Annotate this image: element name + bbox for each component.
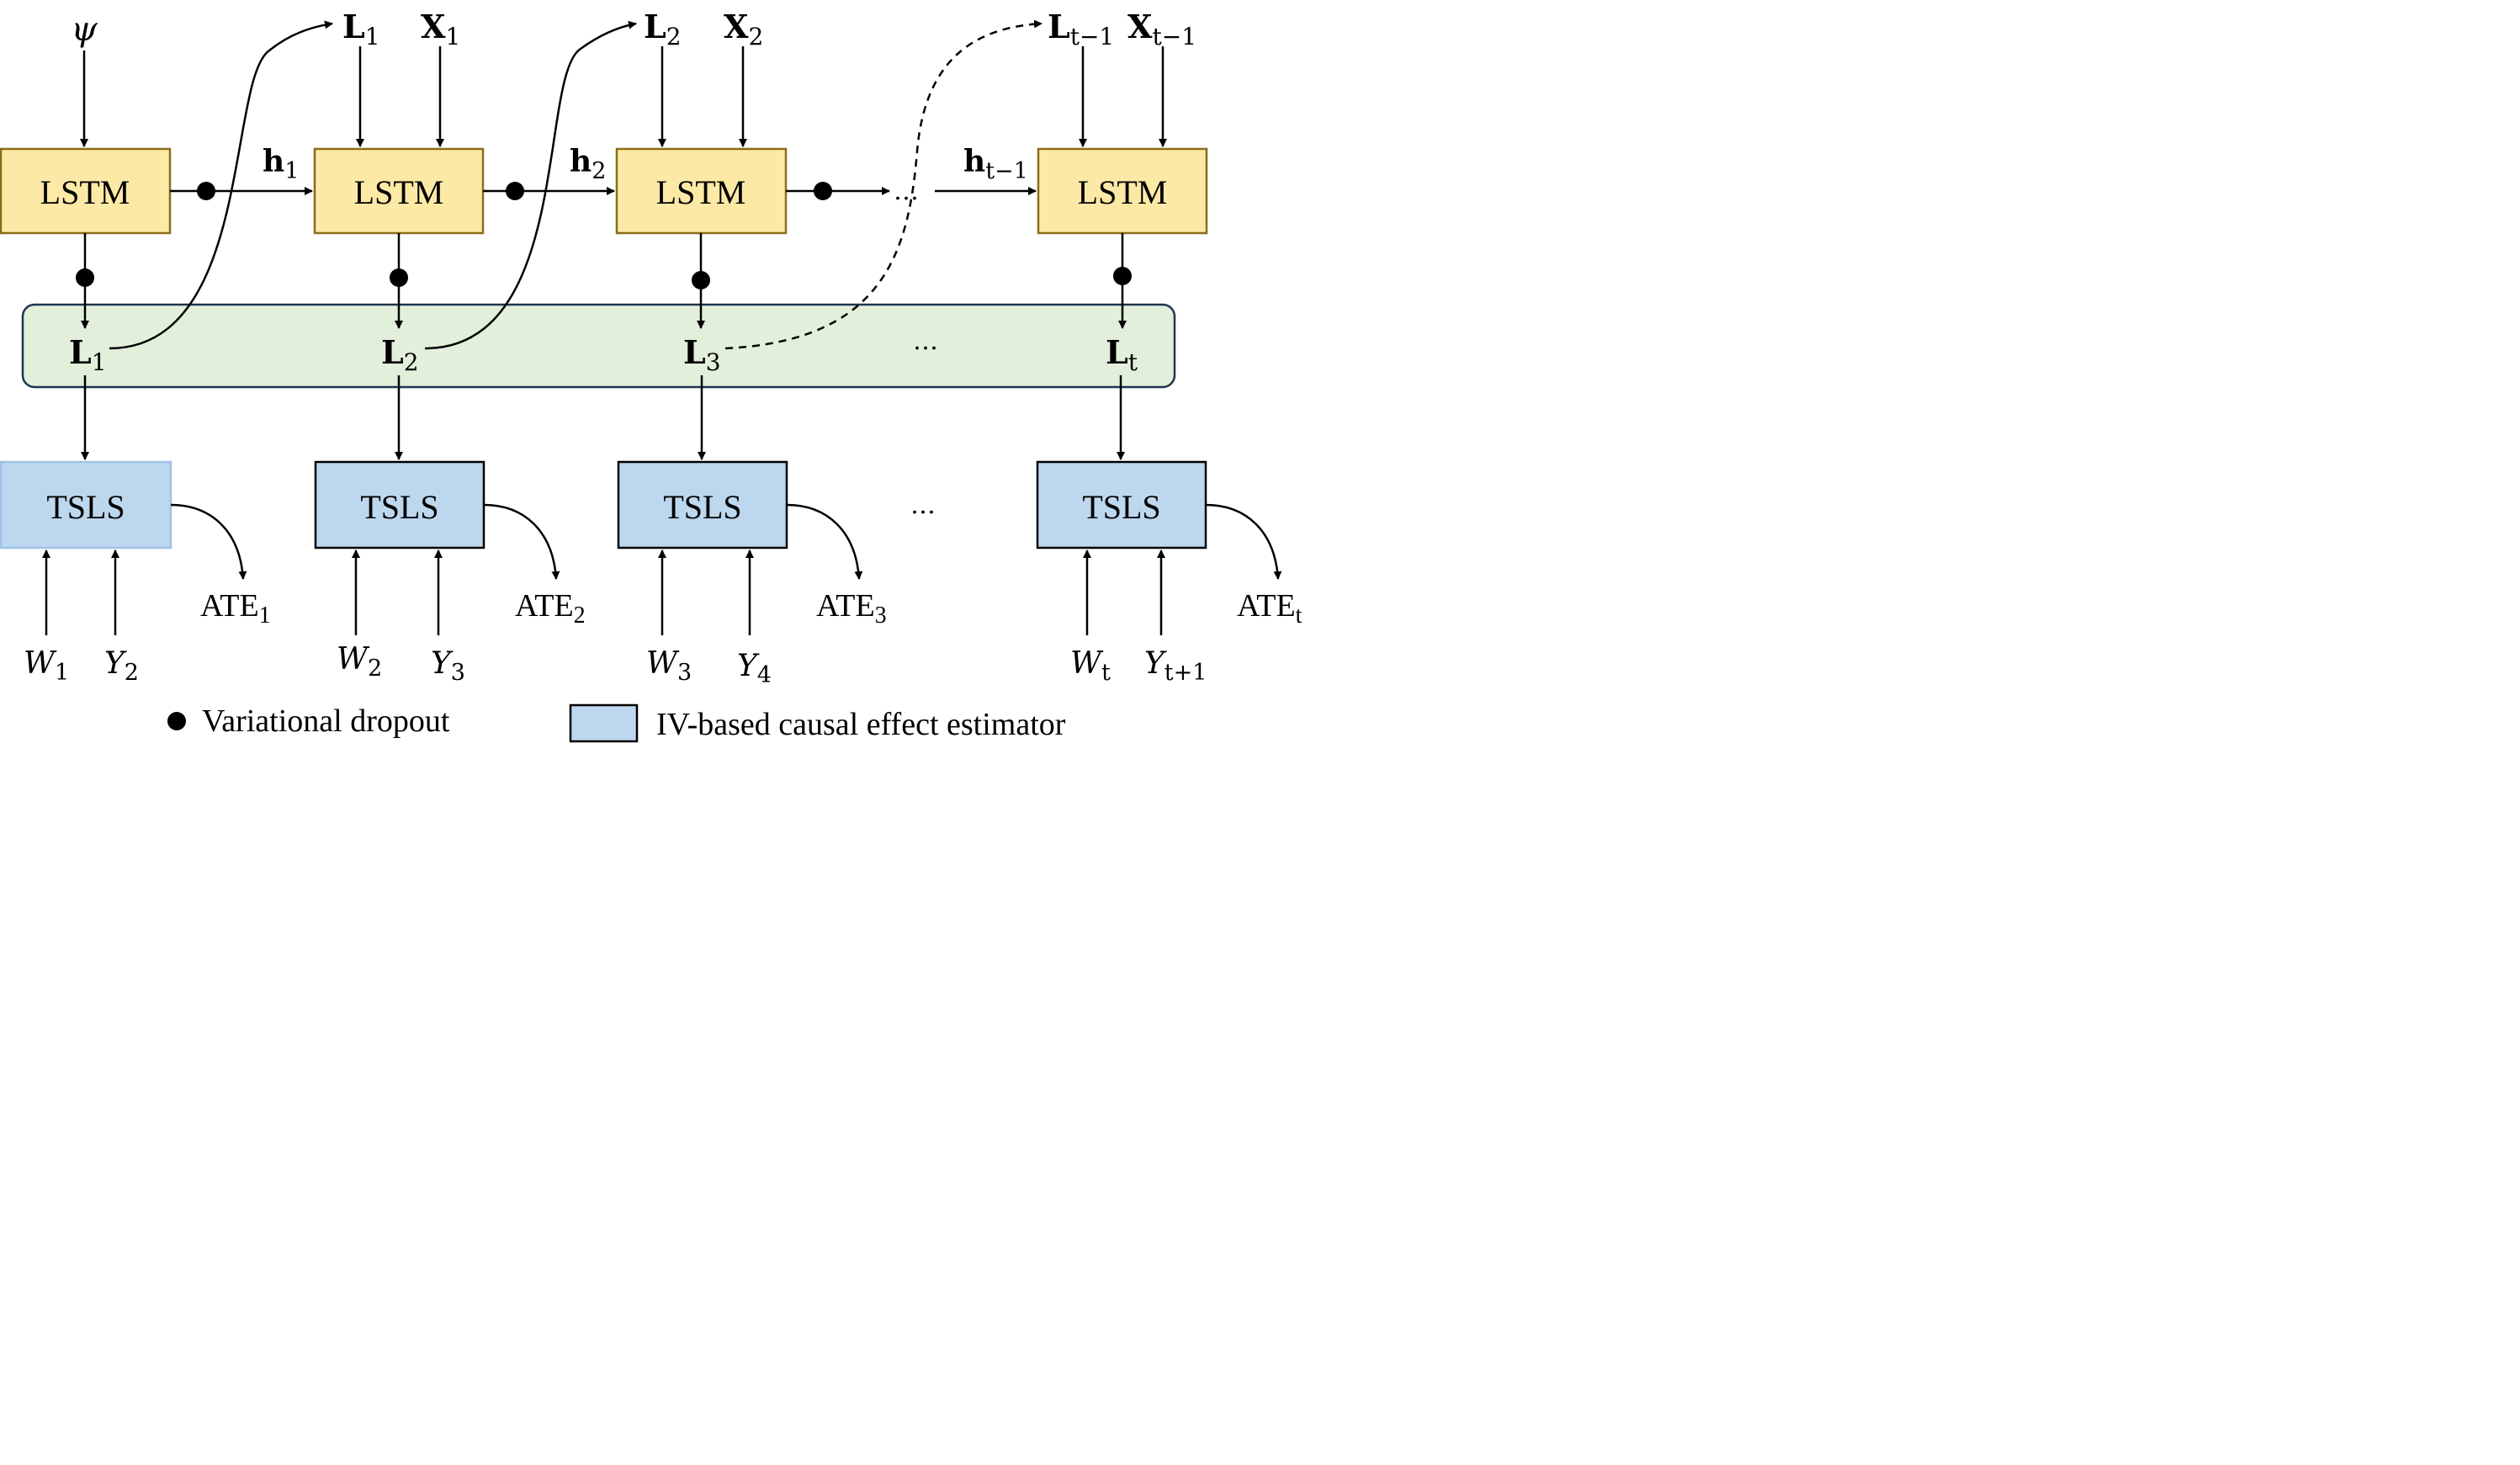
ate-curve-1 bbox=[170, 503, 247, 580]
input-l2-label: L2 bbox=[644, 8, 682, 50]
band-l3-label: L3 bbox=[683, 333, 721, 376]
dropout-dot-h1 bbox=[197, 182, 215, 200]
feedback-curve-2 bbox=[424, 20, 637, 350]
lstm-box-2 bbox=[313, 147, 485, 235]
band-l2-label: L2 bbox=[381, 333, 419, 376]
input-x2-label: X2 bbox=[724, 8, 763, 50]
ate-curve-3 bbox=[786, 503, 863, 580]
legend-dropout-label: Variational dropout bbox=[202, 703, 450, 739]
band-lt-label: Lt bbox=[1106, 333, 1138, 376]
tsls-row-ellipsis: … bbox=[910, 491, 936, 520]
tsls-label-t: TSLS bbox=[1082, 488, 1160, 526]
legend-estimator-label: IV-based causal effect estimator bbox=[656, 707, 1066, 742]
ate-label-1: ATE1 bbox=[200, 588, 271, 629]
hidden-ht1-label: ht−1 bbox=[963, 144, 1028, 184]
wt-label: Wt bbox=[1070, 646, 1111, 686]
y3-label: Y3 bbox=[431, 646, 465, 686]
input-x1-label: X1 bbox=[421, 8, 460, 50]
dropout-dot-outt bbox=[1113, 267, 1132, 285]
w1-label: W1 bbox=[24, 646, 69, 686]
feedback-curve-1 bbox=[109, 20, 333, 350]
ate-curve-t bbox=[1205, 503, 1282, 580]
lstm-label-t: LSTM bbox=[1078, 173, 1168, 211]
dropout-dot-out3 bbox=[692, 271, 710, 289]
hidden-h1-label: h1 bbox=[263, 144, 299, 184]
ate-curve-2 bbox=[483, 503, 560, 580]
dropout-dot-h2 bbox=[506, 182, 524, 200]
tsls-label-2: TSLS bbox=[360, 488, 438, 526]
lstm-label-2: LSTM bbox=[354, 173, 444, 211]
band-l1-label: L1 bbox=[69, 333, 107, 376]
tsls-box-1 bbox=[0, 460, 172, 549]
lstm-label-1: LSTM bbox=[40, 173, 130, 211]
legend-estimator-swatch bbox=[569, 703, 639, 743]
hidden-ellipsis: … bbox=[894, 177, 919, 206]
band-ellipsis: … bbox=[913, 326, 938, 356]
y4-label: Y4 bbox=[737, 649, 772, 688]
lstm-box-3 bbox=[615, 147, 788, 235]
yt1-label: Yt+1 bbox=[1144, 646, 1207, 686]
w3-label: W3 bbox=[646, 646, 692, 686]
legend-dropout-dot bbox=[167, 712, 186, 730]
ate-label-3: ATE3 bbox=[816, 588, 887, 629]
dropout-dot-out2 bbox=[390, 268, 408, 287]
tsls-label-1: TSLS bbox=[46, 488, 125, 526]
tsls-box-2 bbox=[314, 460, 485, 549]
dropout-dot-out1 bbox=[76, 268, 94, 287]
ate-label-t: ATEt bbox=[1237, 588, 1302, 629]
lstm-label-3: LSTM bbox=[656, 173, 746, 211]
feedback-curve-3 bbox=[724, 19, 1042, 350]
input-xt1-label: Xt−1 bbox=[1127, 8, 1196, 50]
ate-label-2: ATE2 bbox=[515, 588, 586, 629]
tsls-lstm-diagram: ψ L1 X1 L2 X2 Lt−1 Xt−1 LSTM LSTM LSTM L… bbox=[0, 8, 1302, 743]
dropout-dot-h3 bbox=[814, 182, 832, 200]
y2-label: Y2 bbox=[104, 646, 139, 686]
hidden-h2-label: h2 bbox=[570, 144, 606, 184]
tsls-label-3: TSLS bbox=[663, 488, 741, 526]
psi-label: ψ bbox=[71, 10, 98, 49]
lstm-box-t bbox=[1037, 147, 1208, 235]
input-lt1-label: Lt−1 bbox=[1048, 8, 1114, 50]
output-band bbox=[21, 303, 1176, 389]
input-l1-label: L1 bbox=[342, 8, 380, 50]
w2-label: W2 bbox=[337, 642, 382, 682]
